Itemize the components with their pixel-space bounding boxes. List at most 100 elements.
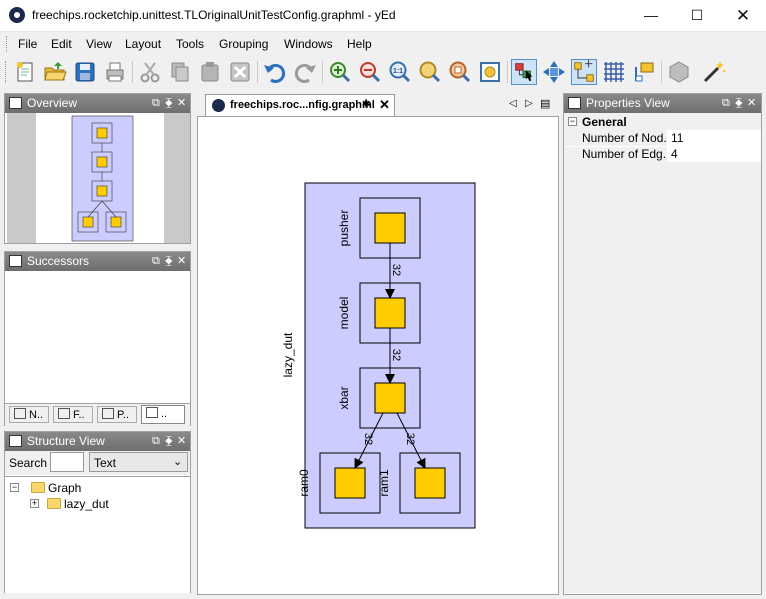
property-value: 4 bbox=[671, 147, 678, 161]
menu-file[interactable]: File bbox=[18, 37, 38, 51]
close-tab-icon[interactable]: ✕ bbox=[379, 97, 390, 112]
property-row-node-count[interactable]: Number of Nod... 11 bbox=[564, 130, 761, 147]
menu-grouping[interactable]: Grouping bbox=[219, 37, 269, 51]
property-value: 11 bbox=[671, 131, 684, 145]
pin-icon[interactable]: ⧱ bbox=[165, 97, 173, 109]
node-label-xbar: xbar bbox=[337, 386, 351, 409]
chevron-down-icon: ⌄ bbox=[173, 456, 183, 468]
minimize-button[interactable]: — bbox=[644, 7, 658, 23]
redo-icon[interactable] bbox=[292, 59, 318, 85]
structure-search-bar: Search Text ⌄ bbox=[5, 451, 190, 475]
tab-scroll-left-icon[interactable]: ◁ bbox=[509, 98, 517, 109]
expand-icon[interactable]: + bbox=[30, 498, 39, 508]
zoom-area-icon[interactable] bbox=[447, 59, 473, 85]
tree-item-lazy-dut[interactable]: + lazy_dut bbox=[30, 496, 180, 512]
menu-view[interactable]: View bbox=[86, 37, 112, 51]
zoom-1-1-icon[interactable]: 1:1 bbox=[387, 59, 413, 85]
tree-item-label: Graph bbox=[48, 481, 82, 495]
label-icon[interactable] bbox=[631, 59, 657, 85]
open-folder-icon[interactable] bbox=[42, 59, 68, 85]
edge-xbar-ram0 bbox=[354, 412, 384, 469]
overview-minimap[interactable] bbox=[6, 113, 191, 243]
properties-table: − General Number of Nod... 11 Number of … bbox=[564, 113, 761, 593]
zoom-in-icon[interactable] bbox=[327, 59, 353, 85]
pin-icon[interactable]: ⧱ bbox=[735, 97, 743, 109]
tab-f[interactable]: F.. bbox=[53, 406, 93, 423]
tab-p[interactable]: P.. bbox=[97, 406, 137, 423]
close-icon[interactable]: ✕ bbox=[177, 435, 187, 447]
grid-icon[interactable] bbox=[601, 59, 627, 85]
node-model bbox=[374, 297, 406, 329]
tab-scroll-right-icon[interactable]: ▷ bbox=[525, 98, 533, 109]
toolbar-separator bbox=[257, 61, 258, 83]
structure-view-panel-icon bbox=[9, 435, 22, 447]
node-label-ram0: ram0 bbox=[297, 469, 311, 497]
menu-tools[interactable]: Tools bbox=[176, 37, 205, 51]
tree-item-label: lazy_dut bbox=[64, 497, 109, 511]
property-value-cell: 4 bbox=[667, 146, 761, 162]
search-mode-select[interactable]: Text ⌄ bbox=[89, 452, 188, 472]
collapse-icon[interactable]: − bbox=[568, 116, 577, 126]
structure-view-title: Structure View bbox=[27, 434, 105, 448]
fit-content-icon[interactable] bbox=[477, 59, 503, 85]
new-document-icon[interactable] bbox=[12, 59, 38, 85]
tab-label: F.. bbox=[73, 409, 85, 421]
node-label-model: model bbox=[337, 297, 351, 330]
print-icon[interactable] bbox=[102, 59, 128, 85]
restore-icon[interactable]: ⧉ bbox=[152, 97, 160, 109]
close-icon[interactable]: ✕ bbox=[747, 97, 757, 109]
close-icon[interactable]: ✕ bbox=[177, 97, 187, 109]
search-mode-value: Text bbox=[94, 456, 117, 470]
overview-title: Overview bbox=[27, 96, 78, 110]
successors-title: Successors bbox=[27, 254, 90, 268]
structure-tree: − Graph + lazy_dut bbox=[5, 476, 190, 593]
copy-icon[interactable] bbox=[167, 59, 193, 85]
cut-icon[interactable] bbox=[137, 59, 163, 85]
tab-list-icon[interactable]: ▤ bbox=[540, 98, 551, 110]
folder-icon bbox=[31, 482, 45, 493]
structure-view-panel: Structure View ⧉ ⧱ ✕ Search Text ⌄ − Gra… bbox=[4, 431, 191, 593]
restore-icon[interactable]: ⧉ bbox=[152, 435, 160, 447]
property-name: Number of Nod... bbox=[582, 131, 674, 145]
save-icon[interactable] bbox=[72, 59, 98, 85]
tree-item-graph[interactable]: − Graph bbox=[10, 480, 180, 496]
search-input[interactable] bbox=[50, 452, 84, 472]
edge-xbar-ram1 bbox=[396, 412, 426, 469]
pin-icon[interactable]: ⧱ bbox=[165, 255, 173, 267]
graph-canvas[interactable]: lazy_dut pusher model xbar ram0 ram1 32 … bbox=[197, 116, 559, 595]
toolbar-separator bbox=[132, 61, 133, 83]
collapse-icon[interactable]: − bbox=[10, 482, 19, 492]
menu-help[interactable]: Help bbox=[347, 37, 372, 51]
restore-icon[interactable]: ⧉ bbox=[152, 255, 160, 267]
menu-layout[interactable]: Layout bbox=[125, 37, 162, 51]
menu-edit[interactable]: Edit bbox=[51, 37, 72, 51]
zoom-fit-icon[interactable] bbox=[417, 59, 443, 85]
undo-icon[interactable] bbox=[262, 59, 288, 85]
paste-icon[interactable] bbox=[197, 59, 223, 85]
property-section-general[interactable]: − General bbox=[564, 114, 761, 130]
property-row-edge-count[interactable]: Number of Edg... 4 bbox=[564, 146, 761, 162]
tab-icon bbox=[146, 407, 158, 418]
maximize-button[interactable]: ☐ bbox=[690, 7, 704, 23]
document-tab[interactable]: freechips.roc...nfig.graphml ✱ ✕ bbox=[205, 94, 395, 116]
zoom-out-icon[interactable] bbox=[357, 59, 383, 85]
edge-label: 32 bbox=[390, 349, 402, 361]
pin-icon[interactable]: ⧱ bbox=[165, 435, 173, 447]
menu-windows[interactable]: Windows bbox=[284, 37, 333, 51]
edge-label: 32 bbox=[390, 264, 402, 276]
group-label: lazy_dut bbox=[281, 332, 295, 377]
close-icon[interactable]: ✕ bbox=[177, 255, 187, 267]
layout-icon[interactable] bbox=[666, 59, 692, 85]
orthogonal-edge-icon[interactable] bbox=[571, 59, 597, 85]
edit-mode-icon[interactable] bbox=[511, 59, 537, 85]
delete-icon[interactable] bbox=[227, 59, 253, 85]
title-bar: freechips.rocketchip.unittest.TLOriginal… bbox=[0, 0, 766, 32]
navigate-icon[interactable] bbox=[541, 59, 567, 85]
tab-neighborhood[interactable]: N.. bbox=[9, 406, 49, 423]
close-button[interactable]: ✕ bbox=[735, 6, 751, 25]
tab-successors[interactable]: .. bbox=[141, 405, 185, 424]
wizard-icon[interactable] bbox=[701, 59, 727, 85]
tab-label: .. bbox=[161, 408, 168, 420]
restore-icon[interactable]: ⧉ bbox=[722, 97, 730, 109]
toolbar-separator bbox=[507, 61, 508, 83]
